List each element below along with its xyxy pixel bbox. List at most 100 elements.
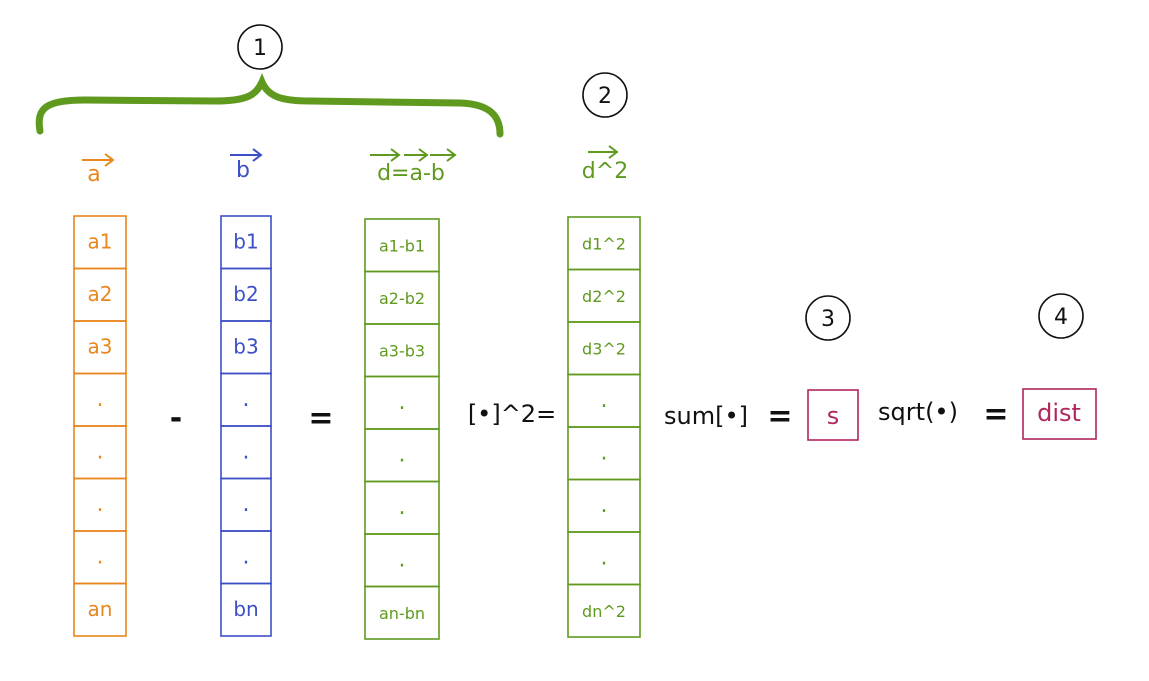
vector-b-cell: . (220, 372, 272, 427)
vector-d-squared-cell: d1^2 (567, 216, 641, 271)
step-number: 2 (598, 84, 612, 109)
cell-label: dn^2 (582, 602, 626, 621)
vector-d-squared-cell: d2^2 (567, 268, 641, 323)
vector-d-squared-cell: . (567, 531, 641, 586)
vector-d-squared-column: d1^2 d2^2 d3^2.... dn^2 (567, 216, 641, 638)
vector-d-cell: . (364, 428, 440, 483)
step-marker-4: 4 (1038, 293, 1084, 339)
cell-label: . (97, 544, 104, 569)
cell-label: . (243, 492, 250, 517)
cell-label: b1 (233, 229, 258, 253)
cell-label: a1-b1 (379, 236, 425, 255)
vector-d-squared-cell: . (567, 426, 641, 481)
header-d: d=a-b (370, 148, 457, 186)
vector-d-squared-cell: . (567, 373, 641, 428)
result-dist-box: dist (1022, 388, 1097, 440)
cell-label: . (601, 440, 608, 465)
vector-b-column: b1 b2 b3.... bn (220, 215, 272, 637)
header-d-squared: d^2 (582, 145, 628, 184)
vector-a-cell: an (73, 582, 127, 637)
cell-label: b3 (233, 334, 258, 358)
result-dist-label: dist (1037, 399, 1081, 427)
cell-label: . (399, 547, 406, 572)
header-label: d^2 (582, 159, 628, 184)
cell-label: . (601, 545, 608, 570)
cell-label: an (88, 597, 113, 621)
vector-d-squared-cell: d3^2 (567, 321, 641, 376)
cell-label: . (97, 439, 104, 464)
step-marker-2: 2 (582, 72, 628, 118)
vector-b-cell: . (220, 425, 272, 480)
square-operator: [•]^2= (468, 400, 556, 428)
sqrt-operator: sqrt(•) (878, 398, 958, 426)
vector-a-cell: a2 (73, 267, 127, 322)
vector-d-cell: a3-b3 (364, 323, 440, 378)
result-s-box: s (807, 389, 859, 441)
cell-label: . (601, 493, 608, 518)
cell-label: an-bn (379, 604, 425, 623)
cell-label: d1^2 (582, 234, 626, 253)
vector-arrow-icon (588, 145, 619, 159)
cell-label: d3^2 (582, 339, 626, 358)
vector-d-cell: . (364, 533, 440, 588)
cell-label: . (399, 442, 406, 467)
cell-label: d2^2 (582, 287, 626, 306)
cell-label: a3-b3 (379, 341, 425, 360)
vector-b-cell: b1 (220, 215, 272, 270)
cell-label: b2 (233, 282, 258, 306)
header-label: d=a-b (377, 161, 445, 186)
cell-label: . (399, 495, 406, 520)
cell-label: a2-b2 (379, 289, 425, 308)
vector-b-cell: . (220, 530, 272, 585)
cell-label: . (97, 387, 104, 412)
cell-label: . (243, 387, 250, 412)
sum-operator: sum[•] (664, 402, 748, 430)
step-marker-1: 1 (237, 24, 283, 70)
cell-label: bn (233, 597, 258, 621)
cell-label: . (97, 492, 104, 517)
header-label: b (236, 158, 250, 183)
vector-arrow-icon (370, 148, 401, 162)
header-b: b (230, 148, 263, 183)
header-a: a (82, 153, 115, 187)
vector-a-cell: . (73, 530, 127, 585)
equals-operator: = (983, 397, 1008, 432)
vector-arrow-icon (230, 148, 263, 162)
step-number: 1 (253, 36, 267, 61)
equals-operator: = (767, 399, 792, 434)
vector-b-cell: bn (220, 582, 272, 637)
cell-label: . (243, 544, 250, 569)
vector-a-cell: . (73, 425, 127, 480)
cell-label: . (243, 439, 250, 464)
step-marker-3: 3 (805, 295, 851, 341)
vector-d-cell: . (364, 480, 440, 535)
vector-a-column: a1 a2 a3.... an (73, 215, 127, 637)
cell-label: . (601, 388, 608, 413)
vector-a-cell: a3 (73, 320, 127, 375)
vector-d-cell: a2-b2 (364, 270, 440, 325)
cell-label: . (399, 390, 406, 415)
vector-a-cell: . (73, 477, 127, 532)
cell-label: a3 (88, 334, 113, 358)
vector-d-cell: an-bn (364, 585, 440, 640)
vector-d-cell: . (364, 375, 440, 430)
step-number: 3 (821, 307, 835, 332)
step-number: 4 (1054, 305, 1068, 330)
vector-a-cell: . (73, 372, 127, 427)
vector-d-cell: a1-b1 (364, 218, 440, 273)
vector-d-squared-cell: . (567, 478, 641, 533)
result-s-label: s (827, 402, 840, 430)
cell-label: a2 (88, 282, 113, 306)
grouping-brace (35, 73, 504, 138)
vector-b-cell: . (220, 477, 272, 532)
header-label: a (87, 162, 100, 187)
cell-label: a1 (88, 229, 113, 253)
vector-b-cell: b2 (220, 267, 272, 322)
vector-arrow-icon (82, 153, 115, 167)
equals-operator: = (308, 401, 333, 436)
vector-a-cell: a1 (73, 215, 127, 270)
vector-arrow-icon (430, 148, 457, 162)
minus-operator: - (170, 401, 182, 436)
